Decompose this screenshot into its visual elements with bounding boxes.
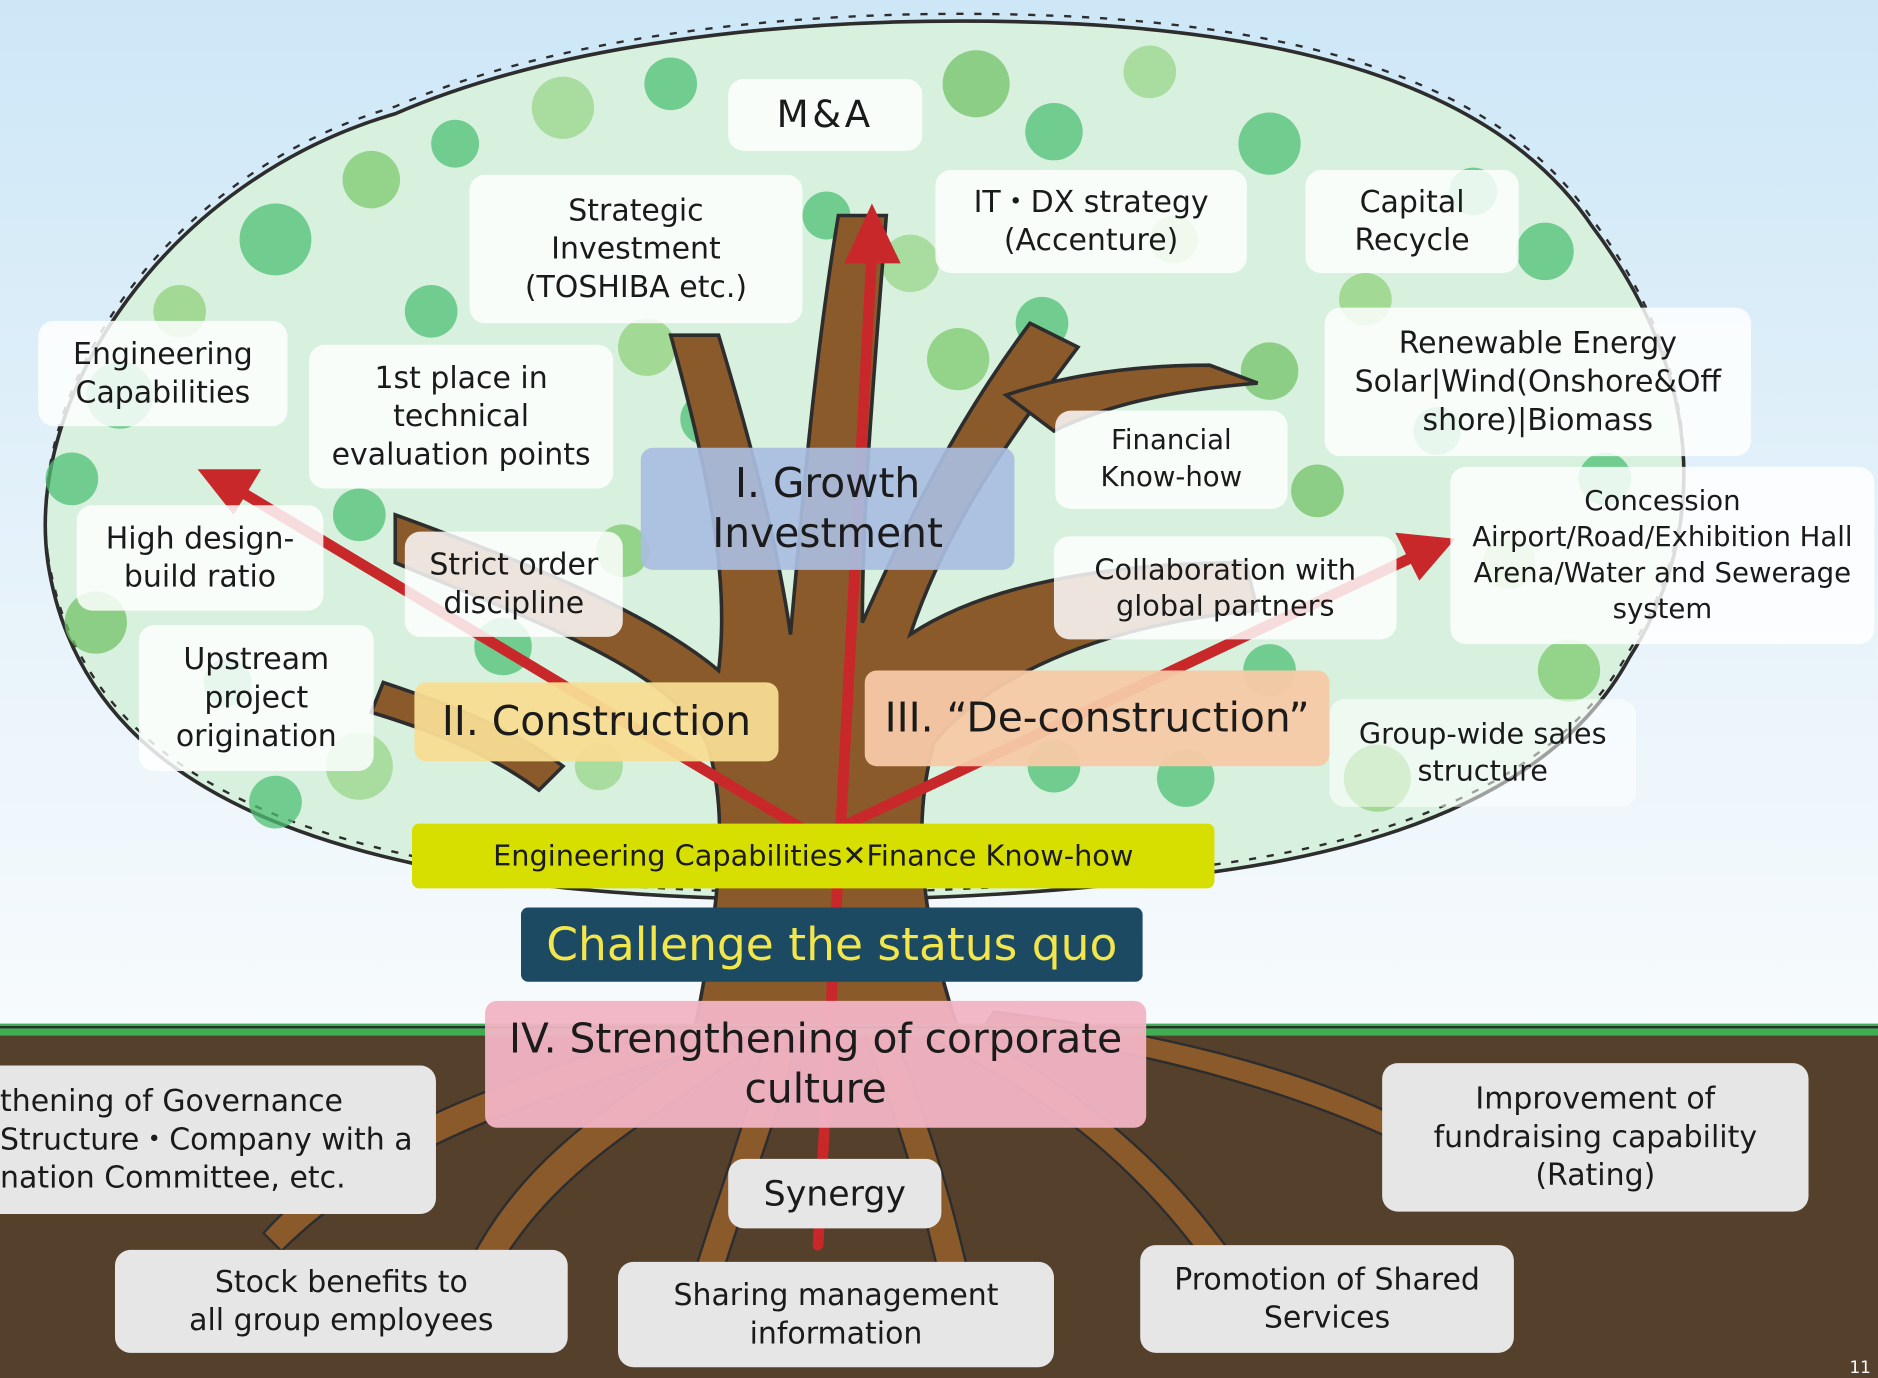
- box-strict-order: Strict order discipline: [404, 531, 623, 637]
- pillar-deconstruction: III. “De-construction”: [864, 670, 1330, 767]
- box-high-design-build: High design- build ratio: [76, 505, 324, 611]
- box-synergy: Synergy: [728, 1158, 942, 1229]
- box-strategic-investment: Strategic Investment (TOSHIBA etc.): [469, 174, 803, 324]
- box-stock-benefits: Stock benefits to all group employees: [114, 1249, 568, 1353]
- slide-number: 11: [1849, 1358, 1871, 1378]
- box-fundraising: Improvement of fundraising capability (R…: [1382, 1063, 1809, 1212]
- box-upstream-origination: Upstream project origination: [138, 624, 374, 772]
- box-ma: M&A: [728, 79, 923, 151]
- box-sharing-information: Sharing management information: [618, 1261, 1054, 1368]
- box-it-dx-strategy: IT・DX strategy (Accenture): [935, 170, 1247, 273]
- pillar-construction: II. Construction: [414, 682, 779, 762]
- box-renewable-energy: Renewable Energy Solar|Wind(Onshore&Off …: [1324, 307, 1752, 457]
- box-group-sales: Group-wide sales structure: [1329, 699, 1637, 807]
- box-governance: thening of Governance Structure・Company …: [0, 1065, 436, 1214]
- box-concession: Concession Airport/Road/Exhibition Hall …: [1450, 466, 1875, 645]
- box-collaboration: Collaboration with global partners: [1053, 536, 1397, 640]
- pillar-corporate-culture: IV. Strengthening of corporate culture: [485, 1000, 1147, 1128]
- synergy-bar: Engineering Capabilities✕Finance Know-ho…: [412, 823, 1215, 889]
- box-financial-know-how: Financial Know-how: [1055, 410, 1288, 509]
- box-first-place: 1st place in technical evaluation points: [309, 344, 614, 489]
- challenge-status-quo-banner: Challenge the status quo: [520, 907, 1143, 982]
- box-capital-recycle: Capital Recycle: [1305, 170, 1519, 273]
- pillar-growth-investment: I. Growth Investment: [640, 447, 1015, 570]
- box-shared-services: Promotion of Shared Services: [1140, 1245, 1514, 1353]
- box-engineering-capabilities: Engineering Capabilities: [38, 320, 288, 427]
